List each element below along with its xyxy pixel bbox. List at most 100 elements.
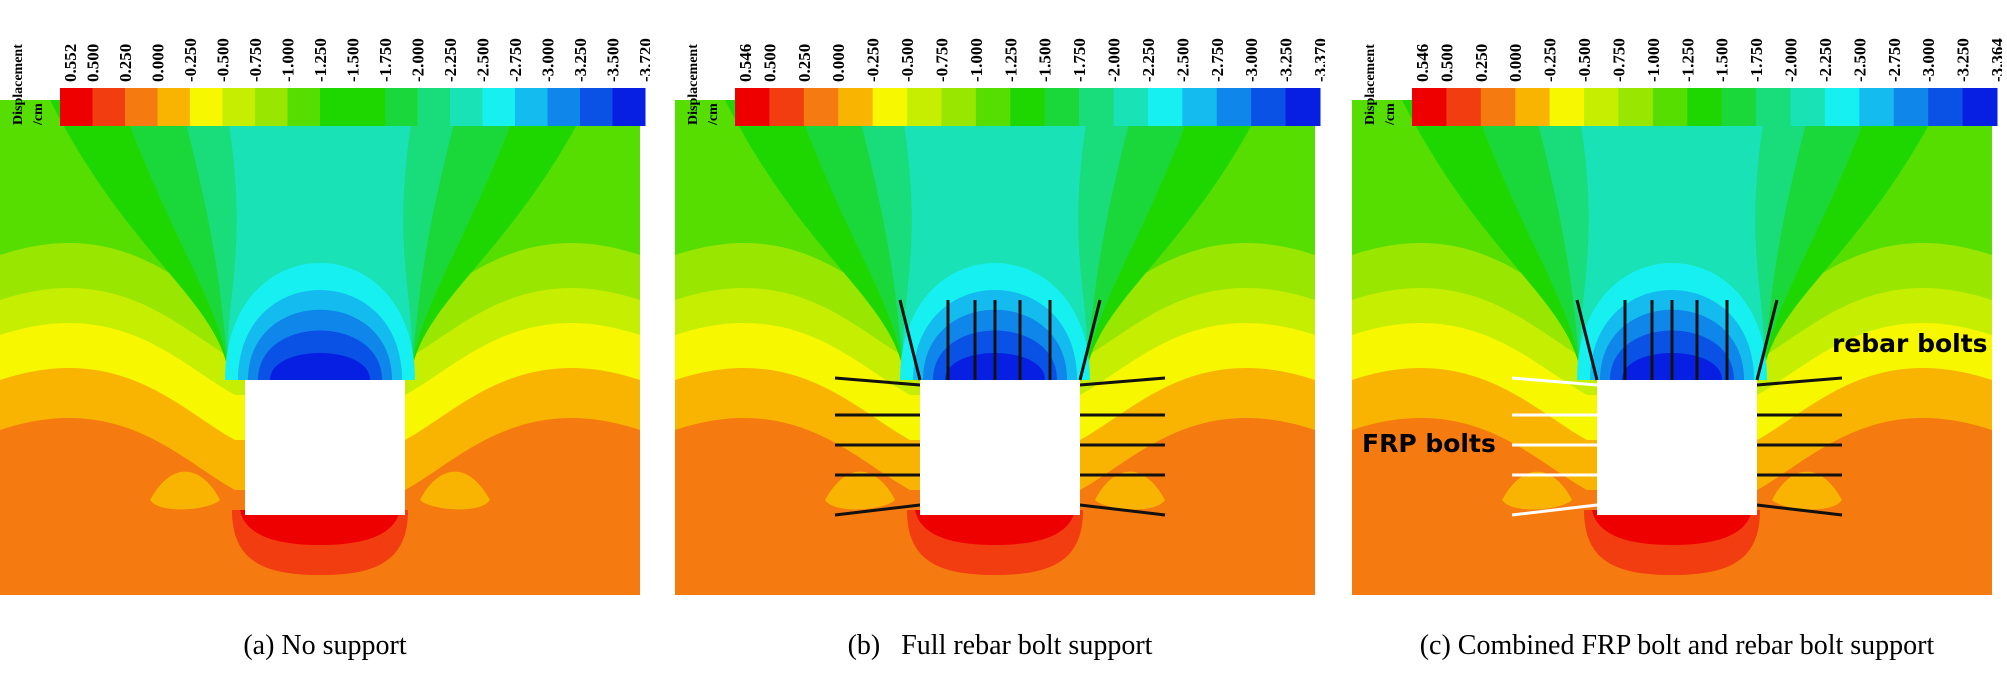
legend-tick-label: -1.750	[1747, 38, 1766, 82]
legend-tick-label: -2.750	[1885, 38, 1904, 82]
legend-swatch	[1251, 88, 1287, 126]
legend-title: Displacement	[686, 44, 701, 125]
legend-swatch	[320, 88, 353, 126]
legend-swatch	[1928, 88, 1964, 126]
rebar-bolt	[1079, 376, 1166, 387]
legend-swatch	[547, 88, 581, 126]
legend-swatch	[1962, 88, 1998, 126]
legend-tick-label: -1.500	[1713, 38, 1732, 82]
legend-swatch	[1859, 88, 1895, 126]
rebar-bolt	[834, 503, 921, 517]
legend-swatch	[157, 88, 191, 126]
legend-tick-label: -1.250	[1678, 38, 1697, 82]
legend-tick-label: -2.500	[1173, 38, 1192, 82]
legend-swatch	[769, 88, 805, 126]
legend-swatch	[907, 88, 942, 126]
legend-swatch	[92, 88, 126, 126]
legend-tick-label: -0.500	[214, 38, 233, 82]
frp-bolts-label: FRP bolts	[1362, 429, 1496, 458]
legend-tick-label: 0.546	[1413, 44, 1432, 82]
legend-tick-label: -2.000	[1782, 38, 1801, 82]
legend-tick-label: -3.370	[1311, 38, 1325, 82]
legend-swatch	[1893, 88, 1929, 126]
rebar-bolt	[898, 299, 922, 381]
legend-swatch	[450, 88, 483, 126]
legend-swatch	[1113, 88, 1149, 126]
legend-swatch	[1044, 88, 1080, 126]
caption-c: (c) Combined FRP bolt and rebar bolt sup…	[1419, 630, 1935, 661]
legend-tick-label: -0.250	[864, 38, 883, 82]
legend-swatch	[1687, 88, 1723, 126]
legend-tick-label: -1.500	[1036, 38, 1055, 82]
panel-c: 0.546 0.500 0.250 0.000 -0.250 -0.500 -0.750 -1…	[1352, 0, 2002, 684]
tunnel-opening	[245, 380, 405, 515]
legend-swatch	[941, 88, 977, 126]
legend-tick-label: -3.250	[1277, 38, 1296, 82]
legend-swatch	[1216, 88, 1252, 126]
legend-swatch	[1515, 88, 1551, 126]
legend-swatch	[580, 88, 613, 126]
legend-tick-label: -0.750	[1609, 38, 1628, 82]
legend-tick-label: -3.720	[636, 38, 650, 82]
legend-swatch	[1285, 88, 1321, 126]
legend-tick-label: -1.000	[279, 38, 298, 82]
legend-unit: /cm	[1383, 103, 1398, 126]
displacement-field	[0, 100, 640, 595]
legend-tick-label: -3.500	[604, 38, 623, 82]
legend-tick-label: -2.250	[441, 38, 460, 82]
tunnel-opening	[1597, 380, 1757, 515]
legend-tick-label: 0.552	[61, 44, 80, 82]
legend-swatch	[385, 88, 418, 126]
legend-tick-label: 0.000	[829, 44, 848, 82]
legend-tick-label: -1.750	[1070, 38, 1089, 82]
legend-swatch	[838, 88, 874, 126]
legend-swatch	[1618, 88, 1654, 126]
legend-swatch	[1079, 88, 1115, 126]
legend-tick-label: 0.000	[1506, 44, 1525, 82]
legend-tick-label: -2.500	[1850, 38, 1869, 82]
legend-tick-label: -3.000	[539, 38, 558, 82]
legend-swatch	[1824, 88, 1860, 126]
legend-tick-label: -1.250	[1001, 38, 1020, 82]
legend-tick-label: 0.250	[1472, 44, 1491, 82]
legend-tick-label: 0.500	[1437, 44, 1456, 82]
caption-a: (a) No support	[243, 630, 407, 661]
legend-tick-label: -3.000	[1242, 38, 1261, 82]
frp-bolt	[1511, 503, 1598, 517]
rebar-bolt	[1078, 299, 1102, 381]
legend-tick-label: -1.500	[344, 38, 363, 82]
legend-swatch	[1790, 88, 1826, 126]
legend-tick-label: 0.250	[795, 44, 814, 82]
legend-tick-label: -3.250	[1954, 38, 1973, 82]
legend-unit: /cm	[706, 103, 721, 126]
legend-swatch	[60, 88, 93, 126]
legend-title: Displacement	[1363, 44, 1378, 125]
legend-tick-label: -0.750	[246, 38, 265, 82]
legend-swatch	[1010, 88, 1046, 126]
legend-swatch	[1756, 88, 1792, 126]
frp-bolt	[1511, 376, 1598, 387]
rebar-bolt	[1575, 299, 1599, 381]
legend-tick-label: -1.000	[1644, 38, 1663, 82]
legend-tick-label: -0.500	[1575, 38, 1594, 82]
color-legend: 0.546 0.500 0.250 0.000 -0.250 -0.500 -0.750 -1…	[1363, 38, 2002, 126]
legend-tick-label: -0.250	[1541, 38, 1560, 82]
legend-swatch	[1147, 88, 1183, 126]
legend-tick-label: 0.546	[736, 44, 755, 82]
legend-unit: /cm	[31, 103, 46, 126]
legend-swatch	[1721, 88, 1757, 126]
legend-swatch	[222, 88, 256, 126]
legend-swatch	[287, 88, 321, 126]
rebar-bolt	[1756, 503, 1843, 517]
legend-tick-label: -0.750	[932, 38, 951, 82]
legend-tick-label: -1.250	[311, 38, 330, 82]
legend-tick-label: -2.250	[1139, 38, 1158, 82]
bolt-group	[1511, 299, 1843, 517]
legend-swatch	[515, 88, 548, 126]
tunnel-opening	[920, 380, 1080, 515]
legend-tick-label: 0.250	[116, 44, 135, 82]
